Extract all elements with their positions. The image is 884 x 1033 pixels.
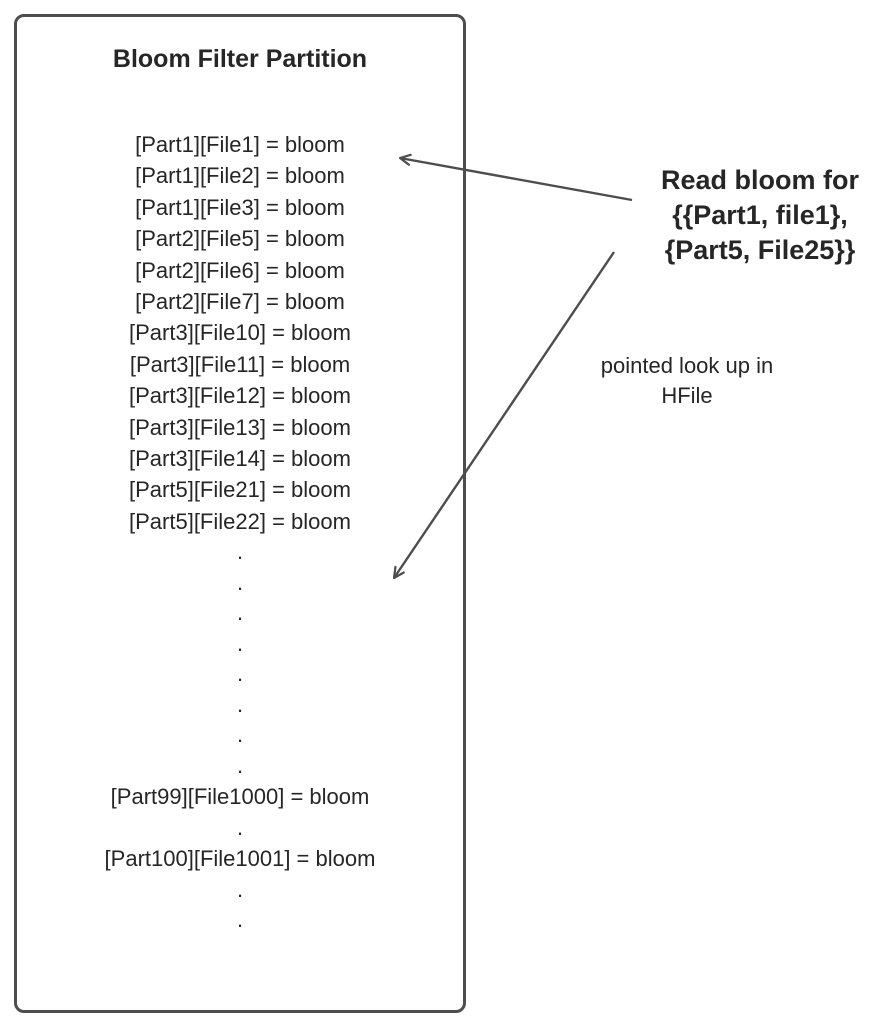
bloom-entry-part100: [Part100][File1001] = bloom (104, 846, 376, 872)
ellipsis-dot: . (236, 722, 244, 748)
pointed-lookup-line2: HFile (661, 383, 713, 408)
bloom-entry: [Part3][File12] = bloom (129, 383, 351, 409)
bloom-entry: [Part1][File3] = bloom (135, 194, 345, 220)
bloom-entry: [Part3][File13] = bloom (129, 414, 351, 440)
ellipsis-dot: . (236, 814, 244, 840)
pointed-lookup-annotation: pointed look up in HFile (580, 351, 794, 411)
ellipsis-dot: . (236, 569, 244, 595)
ellipsis-dot: . (236, 691, 244, 717)
bloom-entry: [Part5][File22] = bloom (129, 508, 351, 534)
read-bloom-line2: {{Part1, file1}, (672, 200, 848, 230)
bloom-entry-list: [Part1][File1] = bloom [Part1][File2] = … (17, 129, 463, 936)
ellipsis-dot: . (236, 600, 244, 626)
bloom-entry: [Part2][File7] = bloom (135, 289, 345, 315)
ellipsis-dot: . (236, 907, 244, 933)
bloom-entry: [Part2][File6] = bloom (135, 257, 345, 283)
pointed-lookup-line1: pointed look up in (600, 353, 774, 378)
box-title: Bloom Filter Partition (112, 45, 368, 73)
bloom-filter-partition-box: Bloom Filter Partition [Part1][File1] = … (14, 14, 466, 1013)
ellipsis-dot: . (236, 661, 244, 687)
ellipsis-dot: . (236, 752, 244, 778)
bloom-entry: [Part2][File5] = bloom (135, 226, 345, 252)
ellipsis-dot: . (236, 876, 244, 902)
read-bloom-line1: Read bloom for (660, 165, 859, 195)
bloom-entry: [Part1][File2] = bloom (135, 163, 345, 189)
bloom-entry: [Part3][File11] = bloom (129, 351, 351, 377)
bloom-entry: [Part3][File10] = bloom (129, 320, 351, 346)
read-bloom-line3: {Part5, File25}} (664, 235, 856, 265)
bloom-entry-part99: [Part99][File1000] = bloom (110, 784, 370, 810)
bloom-entry: [Part5][File21] = bloom (129, 477, 351, 503)
ellipsis-dot: . (236, 539, 244, 565)
ellipsis-dot: . (236, 630, 244, 656)
read-bloom-annotation: Read bloom for {{Part1, file1}, {Part5, … (630, 163, 884, 268)
bloom-entry: [Part3][File14] = bloom (129, 446, 351, 472)
bloom-entry: [Part1][File1] = bloom (135, 132, 345, 157)
